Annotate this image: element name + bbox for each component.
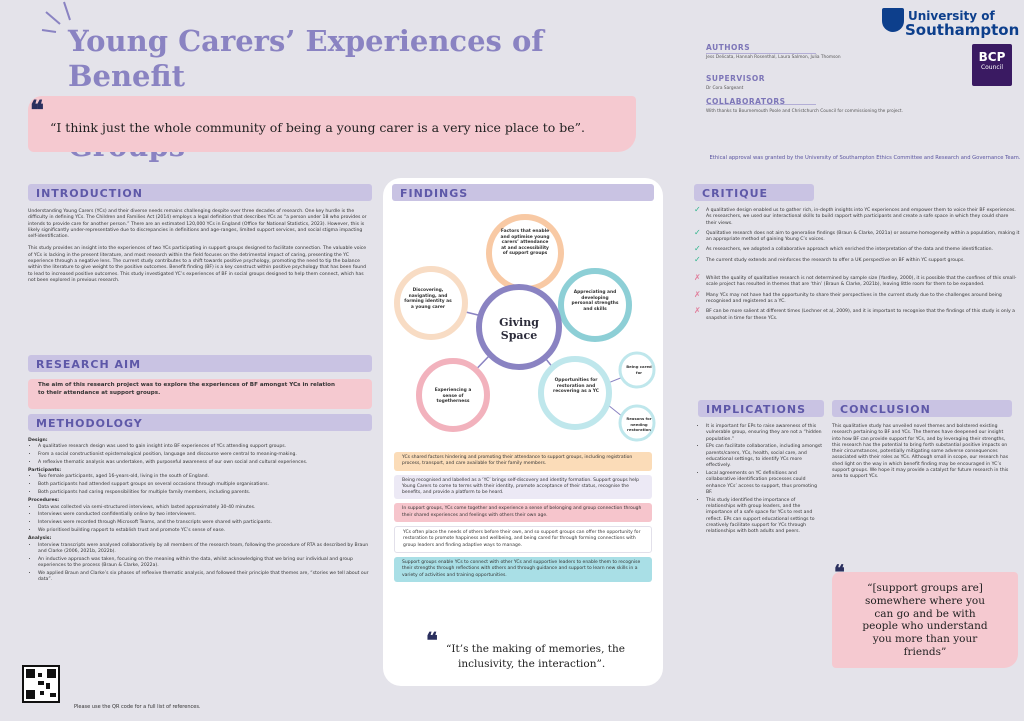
conclusion-body: This qualitative study has unveiled nove… [832, 424, 1009, 480]
finding-item: Being recognised and labelled as a ‘YC’ … [394, 474, 652, 500]
authors-label: AUTHORS [706, 43, 751, 52]
uos-shield-icon [882, 8, 904, 32]
quote-mark-icon: ❝ [834, 560, 845, 584]
implications-section: IMPLICATIONS It is important for EPs to … [698, 400, 824, 537]
methodology-section: METHODOLOGY Design: A qualitative resear… [28, 414, 372, 585]
quote-mark-icon: ❝ [30, 96, 44, 126]
methodology-heading: METHODOLOGY [28, 414, 372, 431]
closing-quote-band [832, 572, 1018, 668]
theme-left-label: Discovering, navigating, and forming ide… [404, 288, 452, 310]
sub-circle-2 [618, 404, 656, 442]
sub-theme-1-label: Being cared for [626, 364, 652, 375]
divider [706, 104, 816, 105]
introduction-body: Understanding Young Carers (YCs) and the… [28, 209, 367, 283]
theme-circle-left [394, 266, 468, 340]
theme-circle-right [558, 268, 632, 342]
critique-limitations: ✗Whilst the quality of qualitative resea… [694, 273, 1017, 321]
collaborators: With thanks to Bournemouth Poole and Chr… [706, 109, 903, 114]
check-icon: ✓ [694, 254, 701, 264]
uos-logo-line2: Southampton [905, 21, 1020, 39]
design-list: A qualitative research design was used t… [28, 444, 372, 466]
closing-quote: “[support groups are] somewhere where yo… [862, 582, 988, 658]
bcp-logo: BCP Council [972, 44, 1012, 86]
center-label: Giving Space [499, 316, 539, 342]
conclusion-section: CONCLUSION This qualitative study has un… [832, 400, 1012, 481]
sub-theme-2-label: Reasons for needing restoration [626, 416, 652, 432]
center-circle [476, 284, 562, 370]
themes-diagram [394, 214, 656, 442]
qr-code[interactable] [22, 665, 60, 703]
research-aim-section: RESEARCH AIM The aim of this research pr… [28, 355, 372, 409]
methodology-body: Design: A qualitative research design wa… [28, 431, 372, 583]
divider [706, 53, 816, 54]
critique-strengths: ✓A qualitative design enabled us to gath… [694, 205, 1020, 264]
findings-list: YCs shared factors hindering and promoti… [394, 452, 652, 586]
finding-item: YCs shared factors hindering and promoti… [394, 452, 652, 471]
cross-icon: ✗ [694, 289, 701, 299]
decorative-strokes [41, 1, 71, 33]
check-icon: ✓ [694, 244, 701, 254]
findings-heading: FINDINGS [392, 184, 654, 201]
theme-circle-bottom-left [416, 358, 490, 432]
aim-band [28, 379, 372, 409]
supervisor: Dr Cora Sargeant [706, 86, 744, 91]
theme-circle-bottom-right [538, 356, 612, 430]
implications-list: It is important for EPs to raise awarene… [698, 417, 824, 536]
finding-item: In support groups, YCs come together and… [394, 503, 652, 523]
check-icon: ✓ [694, 205, 701, 214]
header-quote: “I think just the whole community of bei… [50, 120, 586, 135]
references-note: Please use the QR code for a full list o… [74, 704, 201, 710]
implications-heading: IMPLICATIONS [698, 400, 824, 417]
ethics-note: Ethical approval was granted by the Univ… [709, 155, 1021, 161]
uos-logo-line1: University of [908, 9, 995, 23]
research-aim-text: The aim of this research project was to … [38, 382, 335, 396]
quote-mark-icon: ❝ [426, 628, 438, 654]
finding-item: Support groups enable YCs to connect wit… [394, 556, 652, 582]
theme-bottom-left-label: Experiencing a sense of togetherness [434, 388, 472, 404]
cross-icon: ✗ [694, 306, 701, 316]
collaborators-label: COLLABORATORS [706, 97, 786, 106]
participants-list: Two female participants, aged 16-years-o… [28, 474, 372, 496]
cross-icon: ✗ [694, 273, 701, 283]
introduction-heading: INTRODUCTION [28, 184, 372, 201]
header-quote-band [28, 96, 636, 152]
analysis-list: Interview transcripts were analysed coll… [28, 543, 372, 584]
introduction-section: INTRODUCTION Understanding Young Carers … [28, 184, 372, 290]
procedures-list: Data was collected via semi-structured i… [28, 505, 372, 535]
critique-section: CRITIQUE ✓A qualitative design enabled u… [694, 184, 1020, 326]
check-icon: ✓ [694, 227, 701, 237]
findings-quote: “It’s the making of memories, the inclus… [446, 643, 625, 670]
critique-heading: CRITIQUE [694, 184, 814, 201]
finding-item: YCs often place the needs of others befo… [394, 526, 652, 553]
credits-block: AUTHORS Jess Delicata, Hannah Rosenthal,… [706, 40, 966, 120]
authors: Jess Delicata, Hannah Rosenthal, Laura S… [706, 55, 841, 60]
supervisor-label: SUPERVISOR [706, 74, 766, 83]
theme-top-label: Factors that enable and optimise young c… [500, 229, 550, 256]
theme-bottom-right-label: Opportunities for restoration and recove… [553, 378, 599, 394]
theme-right-label: Appreciating and developing personal str… [571, 290, 619, 312]
conclusion-heading: CONCLUSION [832, 400, 1012, 417]
research-aim-heading: RESEARCH AIM [28, 355, 372, 372]
sub-circle-1 [618, 351, 656, 389]
